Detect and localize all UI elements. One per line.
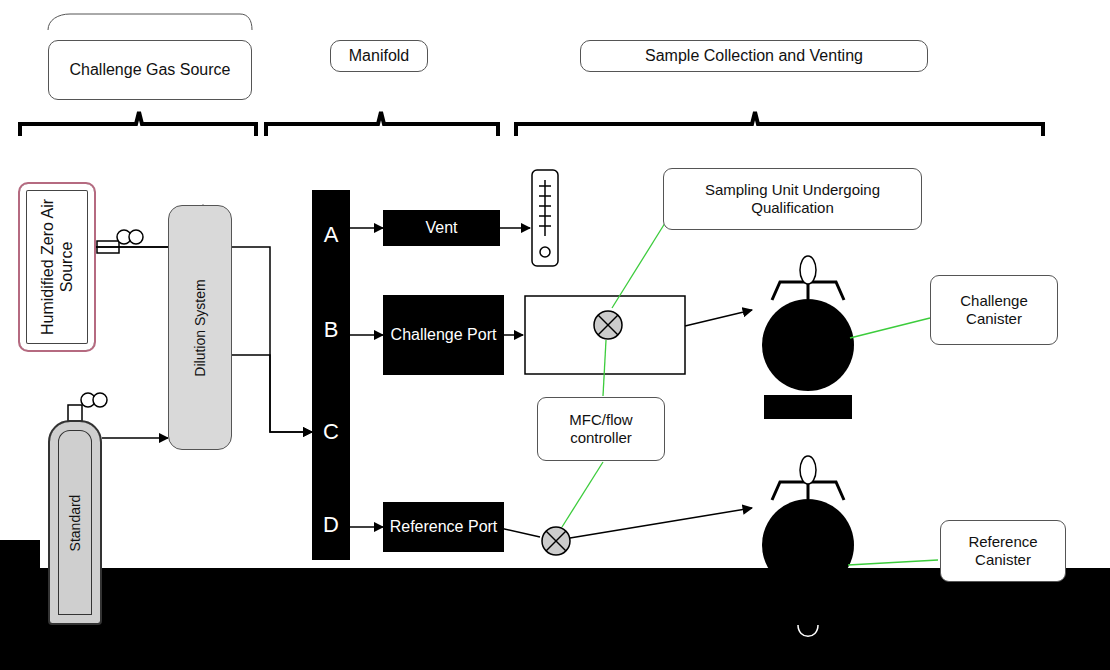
flow-controller-symbol <box>594 311 622 339</box>
callout-box: Sampling Unit Undergoing Qualification <box>663 168 922 230</box>
port-letter: B <box>312 317 350 343</box>
callout-box: Challenge Canister <box>930 275 1058 345</box>
port-box: Challenge Port <box>383 295 504 375</box>
node-label: Reference Canister <box>949 533 1057 569</box>
node-label: Humidified Zero Air Source <box>38 190 76 344</box>
node-label: Standard <box>67 428 84 617</box>
regulator <box>97 230 143 253</box>
regulator <box>68 393 107 421</box>
sample-flow-arrow <box>570 508 752 538</box>
bracket <box>48 14 252 30</box>
node-label: Reference Port <box>390 517 498 536</box>
bracket <box>266 112 498 136</box>
header-box: Manifold <box>330 40 428 72</box>
callout-box: Reference Canister <box>940 520 1066 582</box>
flow-connector <box>350 334 383 336</box>
canister <box>762 256 854 419</box>
bracket <box>20 112 256 136</box>
leader-line <box>562 215 938 565</box>
node-label: Dilution System <box>192 213 209 442</box>
port-letter: A <box>312 222 350 248</box>
flow-connector <box>232 355 312 432</box>
port-box: Reference Port <box>383 502 504 552</box>
port-letter: C <box>312 419 350 445</box>
vent-box: Vent <box>383 210 500 246</box>
header-box: Sample Collection and Venting <box>580 40 928 72</box>
vent-flow-arrow <box>500 227 530 229</box>
redaction-band <box>0 540 40 580</box>
bracket <box>516 112 1043 136</box>
flow-connector <box>102 437 168 439</box>
redaction-band <box>0 568 1110 670</box>
rotameter <box>532 170 558 266</box>
sample-flow-arrow <box>500 528 540 537</box>
node-label: Sample Collection and Venting <box>645 46 863 65</box>
header-box: Challenge Gas Source <box>48 40 252 100</box>
canister <box>762 456 854 636</box>
port-letter: D <box>312 512 350 538</box>
sample-flow-arrow <box>685 310 752 326</box>
node-label: Challenge Port <box>391 325 497 344</box>
node-label: Challenge Gas Source <box>70 60 231 79</box>
flow-connector <box>350 227 383 229</box>
air-source: Humidified Zero Air Source <box>18 182 96 352</box>
flow-controller-symbol <box>542 527 570 555</box>
node-label: Sampling Unit Undergoing Qualification <box>672 181 913 217</box>
callout-box: MFC/flow controller <box>537 397 665 461</box>
node-label: Challenge Canister <box>939 292 1049 328</box>
flow-connector <box>350 526 383 528</box>
node-label: Manifold <box>349 46 409 65</box>
node-label: MFC/flow controller <box>546 411 656 447</box>
manifold-bar: A B C D <box>312 190 350 560</box>
dilution-system: Dilution System <box>168 205 232 450</box>
standard-cylinder: Standard <box>48 420 102 625</box>
node-label: Vent <box>425 218 457 237</box>
